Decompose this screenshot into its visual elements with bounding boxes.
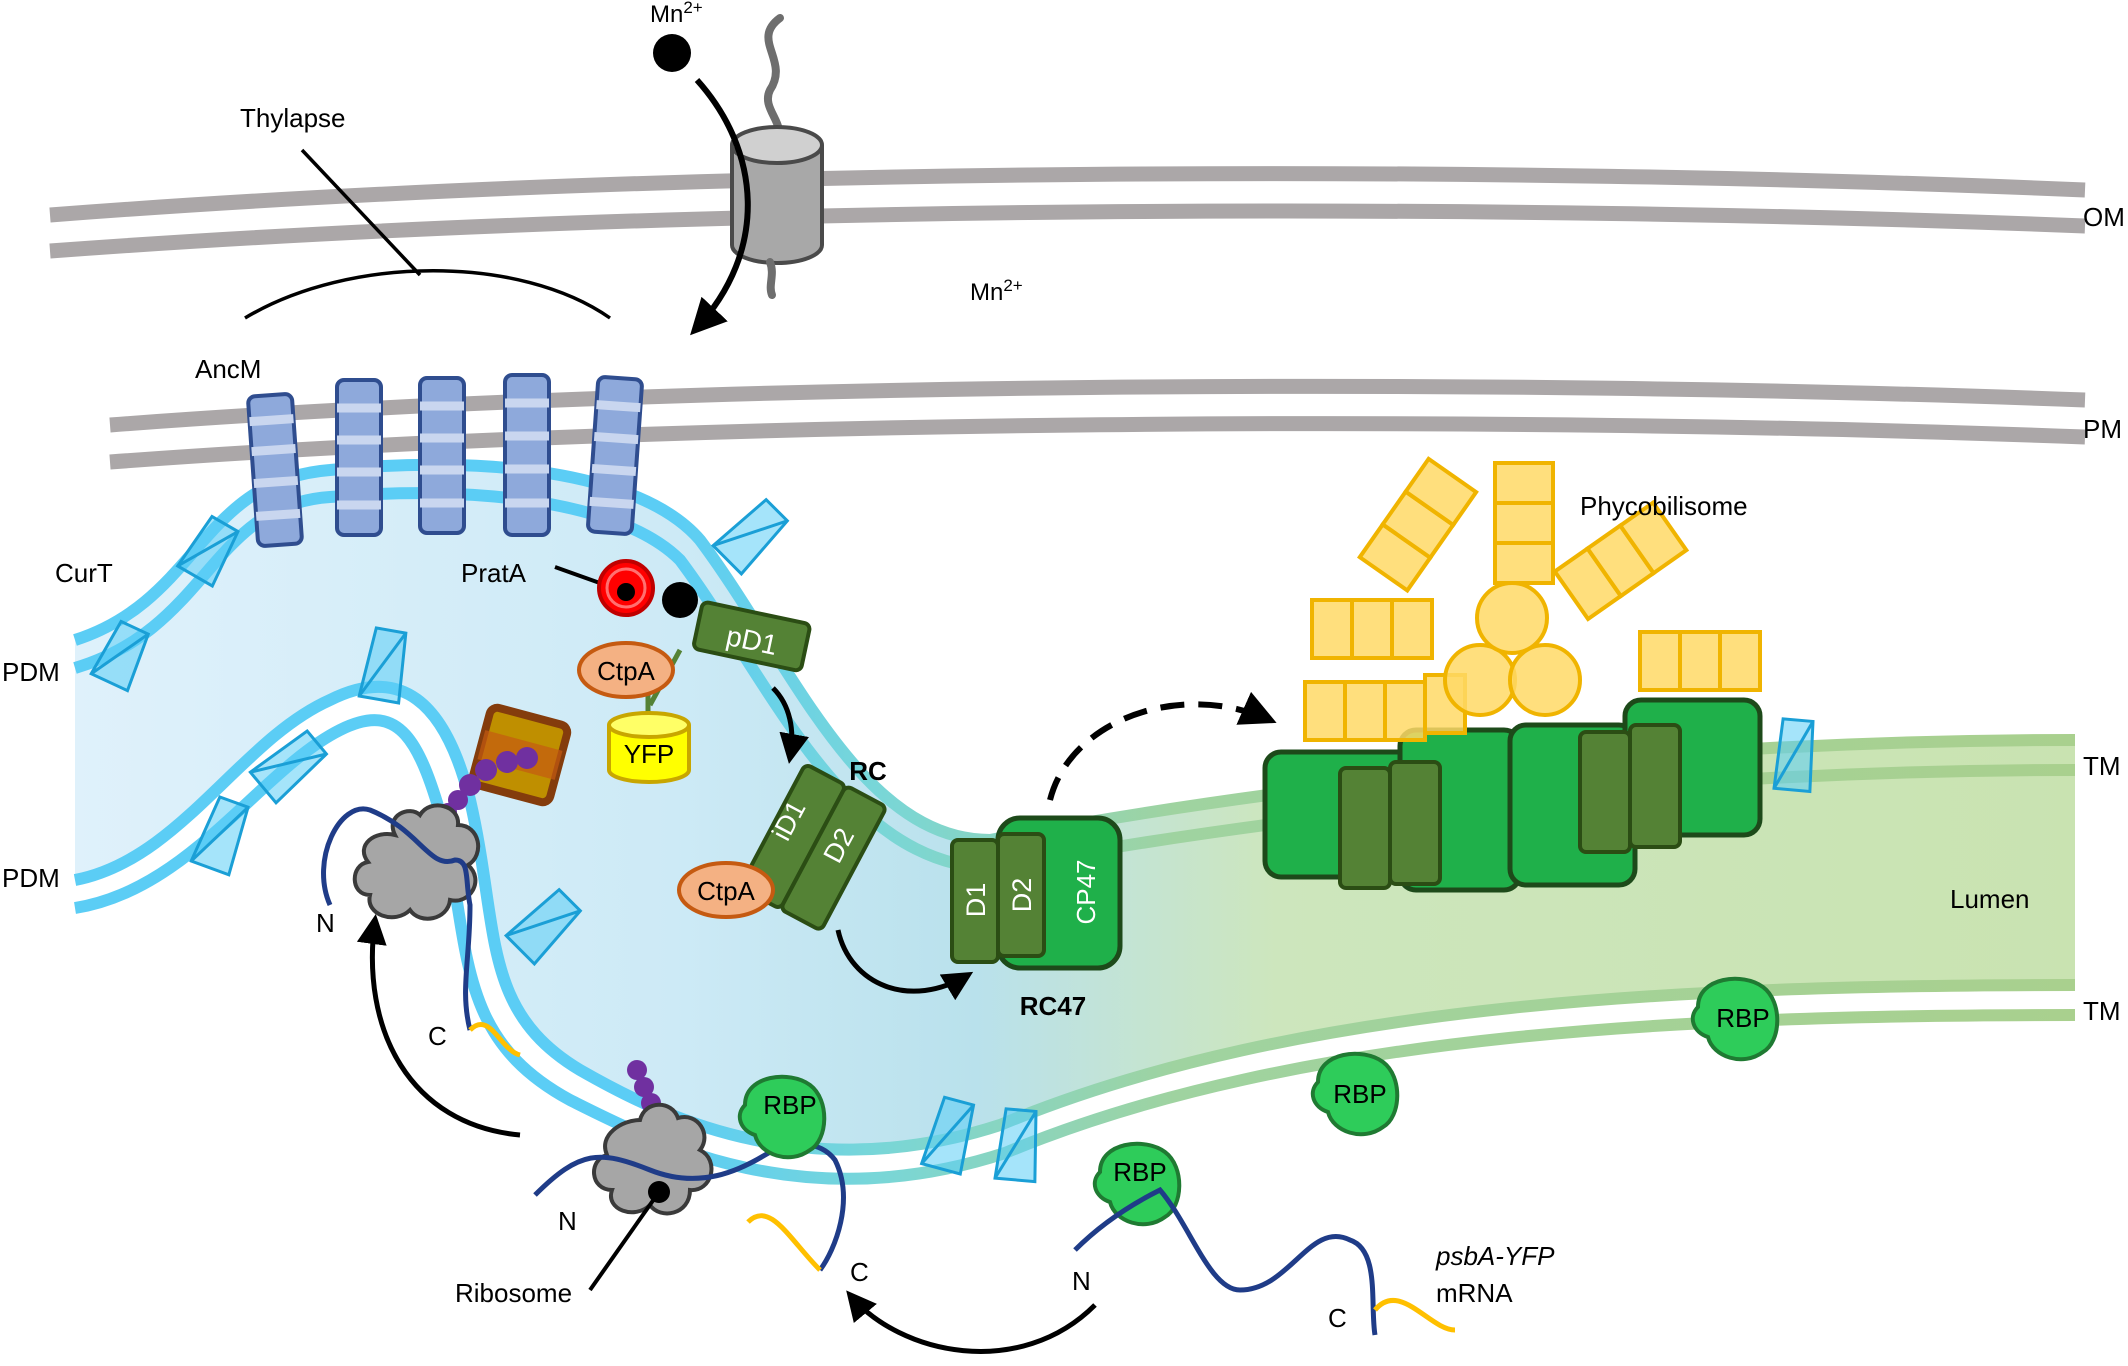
rbp-proteins [737, 976, 1780, 1227]
ctpa-lower [677, 861, 775, 919]
plasma-membrane [109, 378, 2086, 470]
d2-rc47-protein [996, 832, 1046, 958]
thylapse-pointer [300, 148, 422, 277]
psii-dimer [1262, 697, 1763, 893]
d1-rc47-label: D1 [961, 883, 991, 918]
ribosome-upper-icon [352, 803, 481, 921]
c-right-label: C [1328, 1303, 1347, 1333]
rc47-label: RC47 [1020, 991, 1086, 1021]
pdm-lower-label: PDM [2, 863, 60, 893]
ctpa-upper-label: CtpA [597, 656, 655, 686]
arrow-rc47-to-psii [1047, 691, 1277, 801]
arrow-to-translocon [356, 914, 521, 1138]
thylapse-label: Thylapse [240, 103, 346, 133]
rc-label: RC [849, 756, 887, 786]
phycobilisome-label: Phycobilisome [1580, 491, 1748, 521]
rbp-3-label: RBP [1333, 1079, 1386, 1109]
arrow-pd1-to-rc [771, 686, 809, 764]
mn-import-arrow [690, 77, 751, 336]
mn-ion-icon [653, 34, 691, 72]
phycobilisome [1303, 456, 1762, 742]
n-right-label: N [1072, 1266, 1091, 1296]
prata-complex: pD1 CtpA YFP [554, 559, 812, 784]
arrow-rc-to-rc47 [835, 929, 974, 1001]
rbp-1-label: RBP [763, 1090, 816, 1120]
om-label: OM [2083, 202, 2125, 232]
rc47-complex: D1 D2 CP47 RC47 [950, 815, 1123, 1021]
n-bottom-label: N [558, 1206, 577, 1236]
pm-label: PM [2083, 414, 2122, 444]
rbp-4-label: RBP [1716, 1003, 1769, 1033]
cp47-label: CP47 [1071, 859, 1101, 924]
arrow-to-cytosolic-ribosome [846, 1290, 1097, 1354]
thylakoid-lower-membrane [73, 680, 2076, 1185]
mn-transporter [730, 14, 824, 299]
n-left-label: N [316, 908, 335, 938]
ribosome-pointer [588, 1190, 661, 1292]
thylapse-arc [244, 269, 612, 320]
yfp-label: YFP [624, 739, 675, 769]
ctpa-lower-label: CtpA [697, 876, 755, 906]
lumen-label: Lumen [1950, 884, 2030, 914]
ancm-label: AncM [195, 354, 261, 384]
prata-label: PratA [461, 558, 527, 588]
mn-periplasm-label: Mn2+ [970, 276, 1023, 306]
c-bottom-label: C [850, 1257, 869, 1287]
pdm-upper-label: PDM [2, 657, 60, 687]
rbp-2-label: RBP [1113, 1157, 1166, 1187]
translocon-ribosome [321, 703, 572, 1058]
mrna-label: mRNA [1436, 1278, 1513, 1308]
ancm-proteins [246, 373, 644, 548]
cytosolic-ribosome [533, 1060, 846, 1272]
curt-label: CurT [55, 558, 113, 588]
c-left-label: C [428, 1021, 447, 1051]
lumen-region [75, 464, 2075, 1150]
mrna-name-label: psbA-YFP [1435, 1241, 1555, 1271]
pd1-protein [692, 600, 812, 673]
d2-rc-protein [780, 785, 887, 931]
mn-ion-label: Mn2+ [650, 0, 703, 28]
curt-proteins [89, 497, 1815, 1184]
tm-upper-label: TM [2083, 751, 2121, 781]
ribosome-label: Ribosome [455, 1278, 572, 1308]
ctpa-upper [577, 641, 675, 699]
psba-yfp-mrna [1073, 1186, 1456, 1336]
tm-lower-label: TM [2083, 996, 2121, 1026]
d2-rc47-label: D2 [1007, 878, 1037, 913]
outer-membrane [49, 166, 2086, 259]
mn-bound-icon [662, 582, 698, 618]
